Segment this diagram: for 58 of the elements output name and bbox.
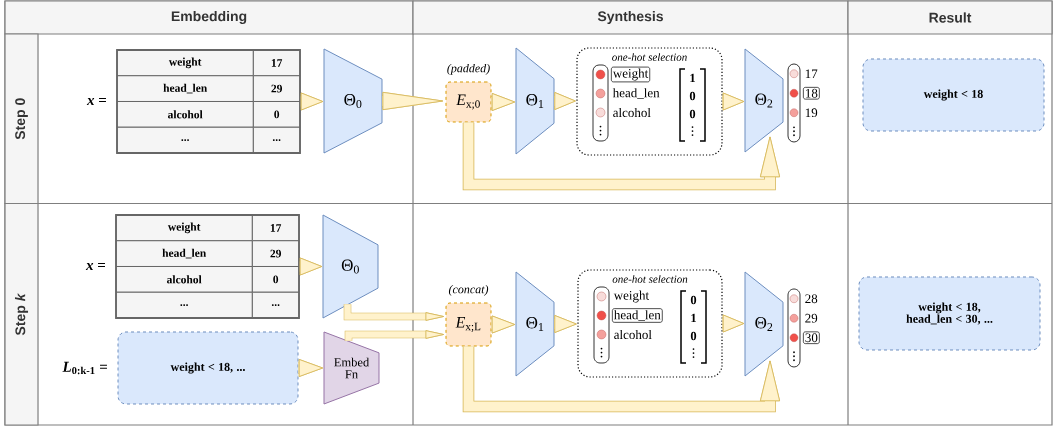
arrow [491, 93, 516, 111]
vector-entry: 0 [690, 295, 697, 305]
arrow [491, 315, 516, 334]
annotation: (concat) [448, 284, 489, 296]
table-cell: 0 [252, 101, 301, 128]
row-header-cell: Step k [4, 202, 39, 426]
arrow [722, 314, 745, 333]
embed-block: Embed Fn [323, 331, 380, 405]
option-label: 28 [805, 294, 818, 304]
option-label: alcohol [614, 329, 652, 340]
arrow [554, 92, 576, 110]
vector-entry: 0 [689, 109, 696, 119]
arrow [554, 315, 577, 333]
embedding-box: E$_{x;L}$ [445, 302, 492, 347]
selected-option: weight [611, 66, 651, 83]
arrow [382, 91, 444, 111]
embedding-box: E$_{x;0}$ [445, 81, 492, 123]
arrow [462, 346, 780, 413]
math-label: L$_{0:k-1}$ = [62, 361, 107, 375]
math-label: x = [86, 98, 106, 105]
table-cell: ... [251, 291, 300, 319]
arrow [344, 330, 444, 341]
box-title: one-hot selection [612, 53, 687, 61]
table-cell: 29 [252, 75, 301, 102]
vector-entry: 0 [689, 91, 696, 101]
result-box: weight < 18, head_len < 30, ... [858, 276, 1041, 351]
option-label: weight [613, 290, 649, 303]
vector-entry: 1 [690, 73, 695, 83]
selected-option: 18 [803, 87, 820, 100]
option-label: alcohol [613, 107, 651, 118]
box-title: one-hot selection [612, 275, 688, 283]
table-cell: 0 [251, 266, 300, 293]
result-box: weight < 18 [862, 58, 1045, 132]
trapezoid-block: Θ$_{1}$ [515, 271, 555, 377]
arrow [300, 92, 324, 111]
arrow [722, 92, 745, 111]
option-label: 29 [805, 313, 818, 323]
selected-option: head_len [612, 308, 663, 323]
trapezoid-block: Θ$_{0}$ [322, 214, 379, 319]
trapezoid-block: Θ$_{1}$ [515, 47, 555, 155]
option-label: 17 [805, 69, 818, 79]
trapezoid-block: Θ$_{2}$ [744, 48, 784, 153]
arrow [462, 122, 780, 191]
math-label: x = [85, 263, 105, 270]
trapezoid-block: Θ$_{2}$ [744, 271, 784, 377]
annotation: (padded) [447, 63, 490, 75]
table-cell: ... [252, 126, 301, 154]
option-label: head_len [612, 88, 660, 99]
selected-option: 30 [803, 331, 820, 344]
option-label: 19 [805, 108, 818, 118]
trapezoid-block: Θ$_{0}$ [323, 48, 383, 154]
table-cell: 29 [251, 240, 300, 267]
header-cell: Result [847, 0, 1053, 35]
vector-entry: 1 [691, 313, 696, 323]
arrow [299, 257, 323, 276]
row-header-cell: Step 0 [4, 33, 39, 205]
vector-entry: 0 [690, 331, 697, 341]
arrow [298, 359, 324, 377]
